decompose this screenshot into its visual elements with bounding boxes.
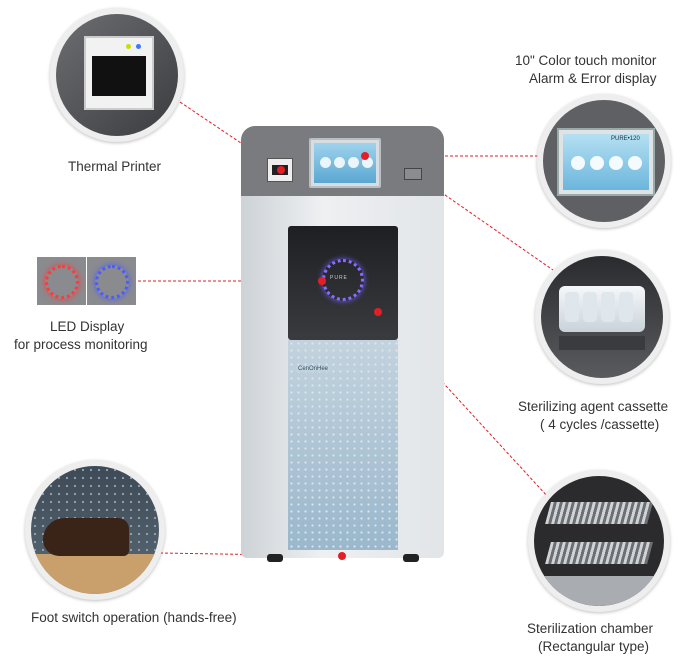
red-dot-icon [374, 308, 382, 316]
menu-icon-2 [590, 156, 604, 170]
screen-icon-1 [320, 157, 331, 168]
cassette-door [404, 168, 422, 180]
maker-logo: CenOnHee [296, 366, 331, 372]
label-thermal-printer: Thermal Printer [68, 159, 162, 174]
label-led-line1: LED Display [50, 319, 125, 334]
device-foot-left [267, 554, 283, 562]
foot-switch-photo [25, 460, 165, 600]
screen-icon-2 [334, 157, 345, 168]
led-photo-blue [87, 257, 136, 305]
touch-screen [309, 138, 381, 188]
screen-icon-3 [348, 157, 359, 168]
sterilizer-device: PURE CenOnHee [241, 126, 444, 562]
red-dot-icon [361, 152, 369, 160]
door-logo: PURE [330, 275, 348, 281]
label-chamber-line2: (Rectangular type) [538, 639, 650, 654]
label-chamber-line1: Sterilization chamber [527, 621, 654, 636]
red-dot-icon [277, 166, 285, 174]
label-cassette-line2: ( 4 cycles /cassette) [540, 417, 660, 432]
screen-icon-4 [362, 157, 373, 168]
lower-panel: CenOnHee [288, 340, 398, 550]
cassette-photo [535, 250, 669, 384]
label-monitor-line1: 10" Color touch monitor [515, 53, 657, 68]
red-dot-icon [318, 277, 326, 285]
shoe-icon [43, 518, 129, 556]
led-photo-red [37, 257, 86, 305]
printer-photo [50, 8, 184, 142]
menu-icon-3 [609, 156, 623, 170]
label-led-line2: for process monitoring [14, 337, 148, 352]
led-ring-red [45, 265, 79, 299]
menu-icon-4 [628, 156, 642, 170]
printer-led-icon [126, 44, 131, 49]
leader-line-cassette [411, 171, 554, 271]
printer-led-icon [136, 44, 141, 49]
chamber-photo [528, 470, 670, 612]
screen-brand: PURE•120 [611, 136, 640, 142]
led-ring-blue [95, 265, 129, 299]
device-foot-right [403, 554, 419, 562]
monitor-photo: PURE•120 [537, 94, 671, 228]
door-window: PURE [288, 226, 398, 340]
label-cassette-line1: Sterilizing agent cassette [518, 399, 669, 414]
label-monitor-line2: Alarm & Error display [529, 71, 657, 86]
red-dot-icon [338, 552, 346, 560]
label-foot-switch: Foot switch operation (hands-free) [31, 610, 237, 625]
menu-icon-1 [571, 156, 585, 170]
